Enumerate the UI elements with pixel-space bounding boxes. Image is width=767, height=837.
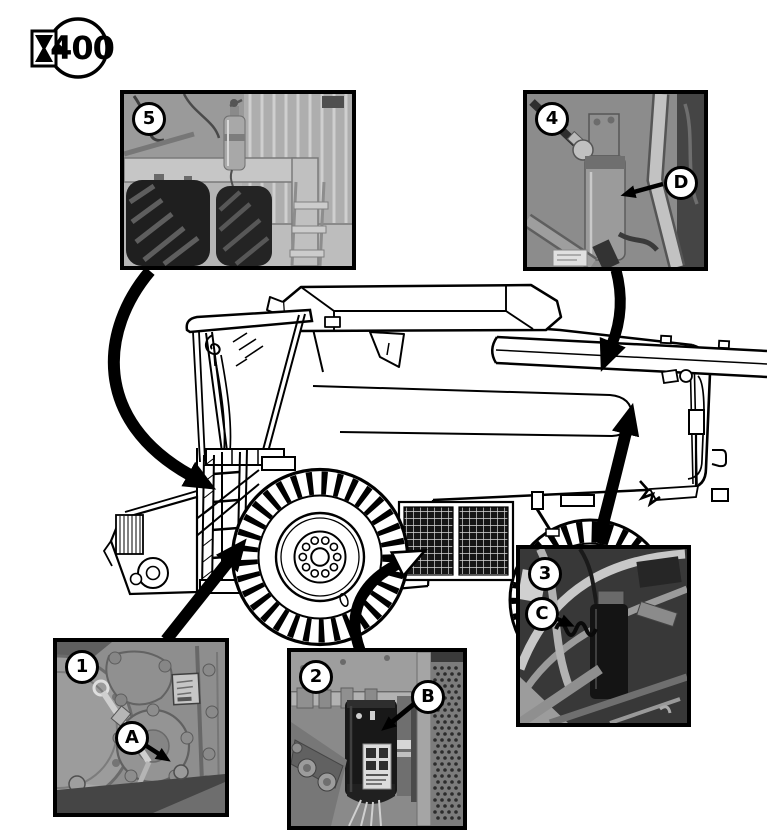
ladder-rungs (211, 470, 240, 560)
duration-stamp: 400 (30, 17, 115, 79)
stamp-value: 400 (50, 29, 114, 67)
filter-canister (345, 700, 397, 804)
detail-C-badge: C (525, 597, 559, 631)
frame-tubes (520, 664, 687, 723)
canister-label (362, 743, 392, 790)
photo-3: 3 C (516, 545, 691, 727)
drain-bolt (173, 764, 189, 780)
straw-chopper-marks (638, 480, 661, 508)
step-ladder (289, 181, 329, 266)
arrow-photo4-to-auger (599, 268, 626, 372)
grain-tank (266, 283, 563, 368)
feeder-house (102, 469, 260, 596)
perforated-screen (416, 652, 463, 826)
mounting-bracket (572, 113, 620, 161)
mirror-hook (205, 334, 221, 355)
wires (348, 799, 382, 826)
pump-cover (105, 650, 173, 707)
arrow-photo5-to-ladder (107, 267, 217, 490)
cab-handrail (214, 354, 232, 453)
support-stand (124, 157, 319, 266)
under-body-parts (531, 491, 595, 537)
rear-block (636, 556, 682, 588)
rear-hood-details (638, 352, 729, 508)
arrow-photo1-to-engine-area (161, 538, 247, 644)
photo-1: 1 A (53, 638, 229, 817)
windshield-glass-marks (232, 332, 264, 367)
fire-extinguisher (223, 98, 246, 193)
cab-roof (185, 308, 314, 334)
serial-number-plate (171, 672, 201, 706)
frame-tube (646, 94, 686, 267)
detail-B-badge: B (411, 680, 445, 714)
arrow-photo3-to-rear-body (592, 402, 640, 545)
hydraulic-filter (584, 155, 659, 261)
photo-4-number-badge: 4 (535, 102, 569, 136)
front-wheel (230, 467, 410, 647)
photo-5-number-badge: 5 (132, 102, 166, 136)
photo-4: 4 D (523, 90, 708, 271)
wheel-bolts (298, 536, 342, 578)
photo-2: 2 B (287, 648, 467, 830)
photo-2-number-badge: 2 (299, 660, 333, 694)
dual-tires (126, 180, 272, 266)
photo-1-number-badge: 1 (65, 650, 99, 684)
engine-screen-grille (397, 500, 515, 582)
photo-3-number-badge: 3 (528, 557, 562, 591)
detail-A-badge: A (115, 721, 149, 755)
photo-5: 5 (120, 90, 356, 270)
arrow-photo2-to-grille (349, 549, 428, 652)
hourglass-icon (30, 29, 64, 68)
lower-bracket (291, 722, 347, 826)
detail-D-badge: D (664, 166, 698, 200)
cab (185, 308, 314, 463)
lower-tube (527, 213, 620, 267)
callout-arrows (107, 267, 640, 652)
oil-pan (57, 764, 225, 813)
unloading-auger (491, 334, 767, 385)
